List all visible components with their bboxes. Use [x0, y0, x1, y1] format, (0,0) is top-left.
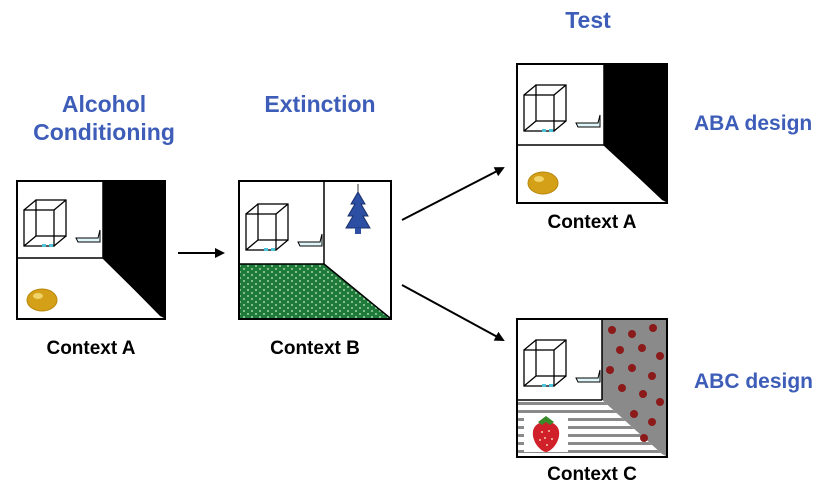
cage-icon [523, 339, 567, 387]
bottle-icon [297, 233, 323, 247]
context-b-extinction-label: Context B [270, 338, 360, 359]
stage-label-conditioning-line2: Conditioning [33, 119, 175, 145]
context-c-test-label: Context C [547, 464, 637, 485]
bottle-icon [575, 369, 601, 383]
arrow-extinction-to-aba [401, 167, 505, 221]
context-a-test-label: Context A [547, 212, 637, 233]
context-c-test-box [516, 318, 668, 458]
context-a-test-box [516, 63, 668, 204]
polka-dots [606, 324, 664, 442]
lemon-icon [527, 171, 559, 195]
bottle-icon [75, 229, 101, 243]
strawberry-icon [524, 414, 568, 452]
lemon-icon [26, 288, 58, 312]
cage-icon [245, 203, 289, 251]
context-a-conditioning-box [16, 180, 166, 320]
stage-label-test: Test [565, 7, 611, 33]
design-label-aba: ABA design [694, 112, 813, 135]
context-b-extinction-box [238, 180, 392, 320]
stage-label-conditioning: Alcohol Conditioning [14, 90, 194, 146]
context-a-conditioning-label: Context A [46, 338, 136, 359]
cage-icon [523, 84, 567, 132]
arrow-extinction-to-abc [401, 284, 505, 341]
cage-icon [23, 199, 67, 247]
design-label-abc: ABC design [694, 370, 814, 393]
bottle-icon [575, 114, 601, 128]
stage-label-conditioning-line1: Alcohol [61, 91, 147, 117]
air-freshener-icon [345, 184, 371, 234]
stage-label-extinction: Extinction [264, 91, 376, 117]
